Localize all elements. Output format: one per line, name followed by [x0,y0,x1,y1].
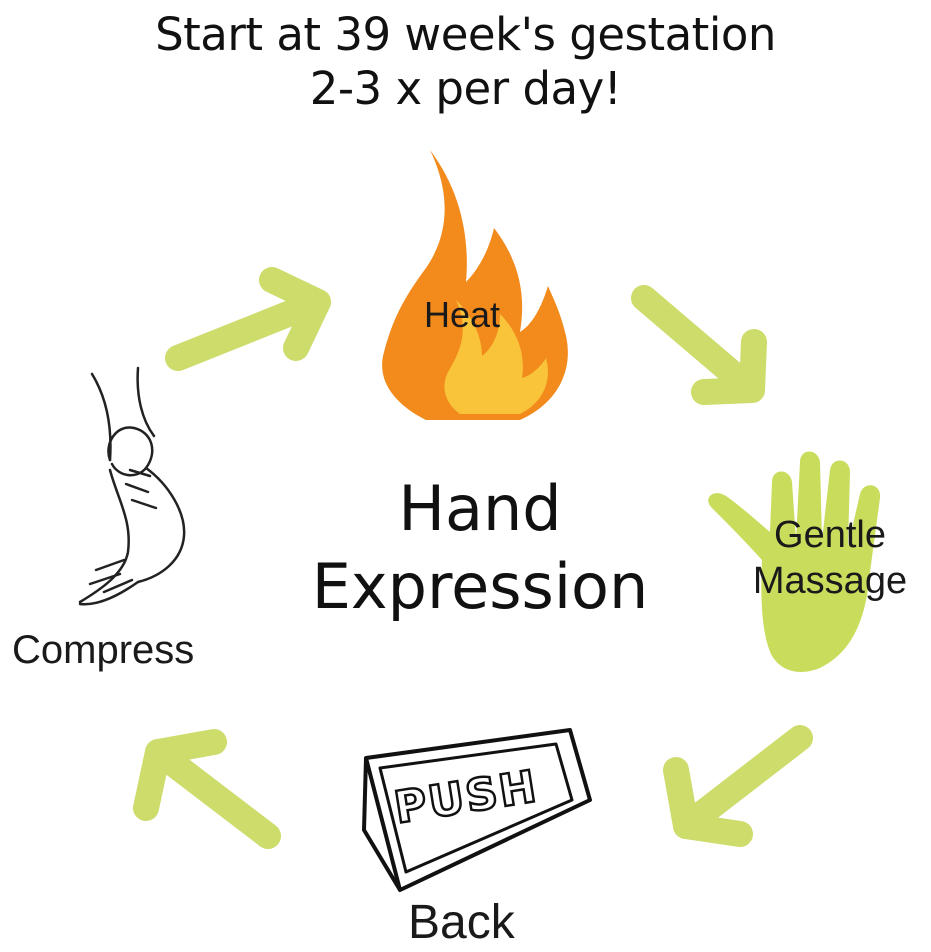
step-label-back: Back [408,896,515,950]
title-line-1: Start at 39 week's gestation [0,8,931,62]
step-label-massage: Massage [730,558,930,604]
step-label-gentle: Gentle [730,512,930,558]
center-title-line-2: Expression [250,548,710,626]
center-title-line-1: Hand [250,470,710,548]
step-label-gentle-massage: Gentle Massage [730,512,930,604]
arrow-massage-to-back [676,738,800,834]
step-label-heat: Heat [424,294,500,336]
arrow-back-to-compress [146,742,268,836]
flame-icon [382,150,568,420]
arrow-heat-to-massage [644,298,754,392]
breast-compress-icon [80,368,184,604]
step-label-compress: Compress [12,626,194,674]
title-line-2: 2-3 x per day! [0,62,931,116]
page-title: Start at 39 week's gestation 2-3 x per d… [0,8,931,116]
arrow-compress-to-heat [178,280,318,358]
center-title: Hand Expression [250,470,710,626]
